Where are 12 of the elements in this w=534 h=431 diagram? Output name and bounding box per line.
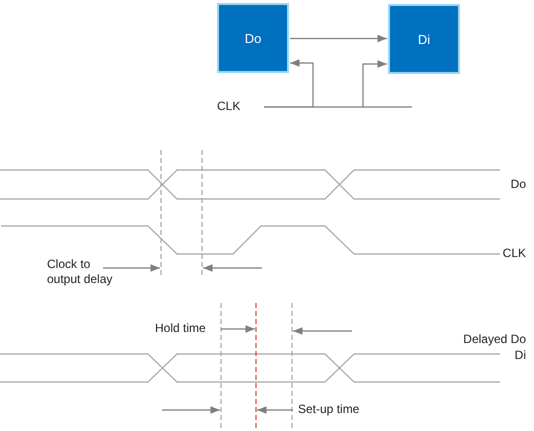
signal-name: CLK	[217, 99, 263, 115]
arrow	[264, 60, 387, 108]
flip-flop-box: Di	[388, 4, 460, 74]
arrow	[290, 34, 387, 42]
signal-name: Di	[514, 348, 526, 363]
signal-name: CLK	[502, 246, 526, 261]
timing-label: Set-up time	[298, 402, 360, 417]
signal-name: Do	[510, 177, 526, 192]
timing-label: Hold time	[155, 321, 207, 336]
signal-name: Delayed Do	[462, 332, 526, 347]
timing-label: Clock to output delay	[47, 257, 114, 287]
flip-flop-box: Do	[217, 3, 289, 73]
